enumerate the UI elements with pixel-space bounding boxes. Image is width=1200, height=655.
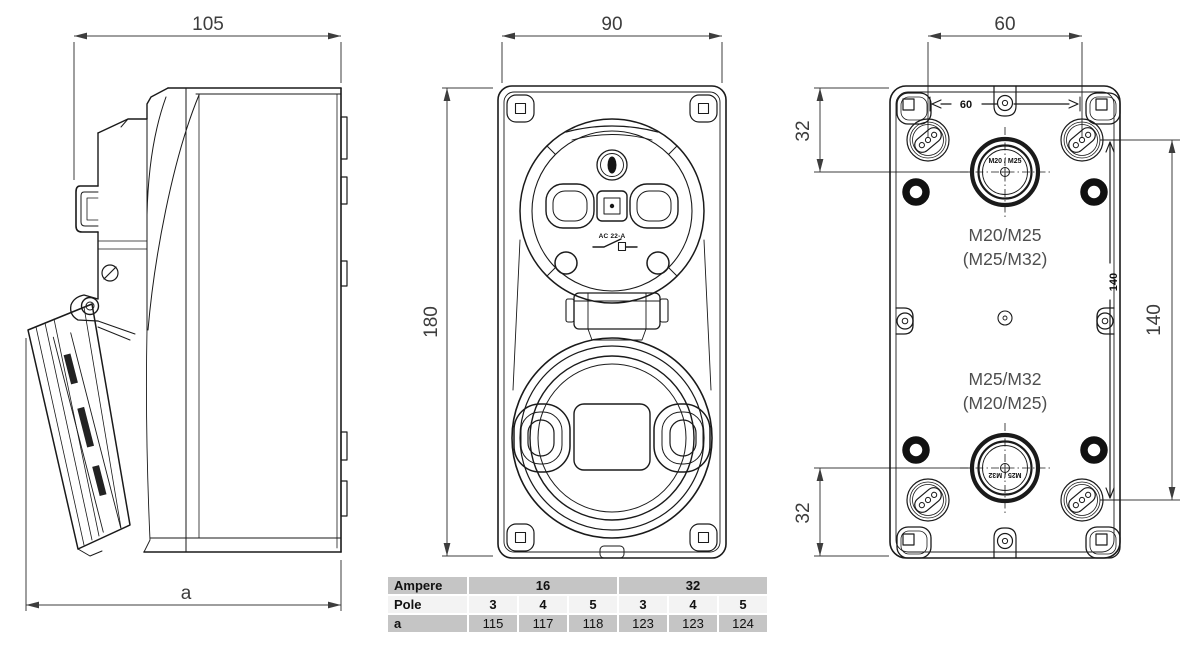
front-hinge-plate — [565, 292, 669, 341]
dimension-table: Ampere 16 32 Pole 3 4 5 3 4 5 a 115 117 … — [386, 575, 769, 634]
dim-label-140-inner: 140 — [1108, 273, 1120, 291]
front-view-body — [497, 85, 727, 559]
ampere-32-cell: 32 — [619, 577, 767, 594]
dim-front-width: 90 — [501, 14, 723, 83]
dim-label-180: 180 — [421, 306, 442, 338]
pole-row-label: Pole — [388, 596, 467, 613]
switch-rating-label: AC 22-A — [599, 233, 626, 240]
gland-knockout-bottom: M25 / M32 — [960, 423, 1050, 513]
dim-back-spacing-top: 60 — [927, 14, 1083, 138]
a-cell: 118 — [569, 615, 617, 632]
side-view-body — [97, 87, 348, 553]
left-lug-hole-icon — [896, 312, 914, 330]
table-row-pole: Pole 3 4 5 3 4 5 — [388, 596, 767, 613]
dim-label-32-top: 32 — [793, 120, 814, 141]
lid-latch-bar — [92, 465, 107, 496]
gland-bottom-label-line1: M25/M32 — [969, 369, 1042, 389]
socket-lid — [511, 337, 713, 539]
ampere-row-label: Ampere — [388, 577, 467, 594]
gland-bottom-label-line2: (M20/M25) — [963, 393, 1048, 413]
pilot-keyhole-icon — [596, 149, 628, 181]
gland-top-label-line2: (M25/M32) — [963, 249, 1048, 269]
side-view-lid — [27, 303, 131, 557]
a-cell: 123 — [669, 615, 717, 632]
pole-cell: 5 — [719, 596, 767, 613]
mounting-hole-icon — [1080, 178, 1108, 206]
lid-latch-bar — [63, 353, 78, 385]
mounting-hole-icon — [902, 436, 930, 464]
ampere-16-cell: 16 — [469, 577, 617, 594]
dim-side-width: 105 — [73, 14, 342, 180]
dim-back-vertical-inner: 140 — [1099, 139, 1121, 501]
dim-back-offset-top: 32 — [793, 87, 970, 173]
bottom-tab-hole-icon — [996, 532, 1014, 550]
pole-cell: 3 — [469, 596, 517, 613]
dim-front-height: 180 — [421, 87, 493, 557]
side-lugs — [895, 307, 1115, 335]
gland-top-label-line1: M20/M25 — [969, 225, 1042, 245]
table-row-ampere: Ampere 16 32 — [388, 577, 767, 594]
a-cell: 115 — [469, 615, 517, 632]
dim-label-90: 90 — [601, 14, 622, 35]
dim-back-vertical-outer: 140 — [1104, 139, 1180, 501]
hinge-pin-icon — [80, 296, 100, 316]
right-lug-hole-icon — [1096, 312, 1114, 330]
switch-symbol-icon — [592, 238, 638, 252]
membrane-knockout — [906, 478, 950, 522]
table-row-a: a 115 117 118 123 123 124 — [388, 615, 767, 632]
a-cell: 117 — [519, 615, 567, 632]
dim-back-offset-bottom: 32 — [793, 467, 970, 557]
back-view-body — [889, 85, 1121, 559]
side-view-hinge — [70, 294, 136, 341]
side-view: 105 a — [25, 14, 348, 611]
lid-latch-bar — [77, 406, 94, 448]
dim-side-depth: a — [25, 338, 342, 611]
pole-cell: 3 — [619, 596, 667, 613]
front-view: 90 180 — [421, 14, 727, 559]
pole-cell: 4 — [669, 596, 717, 613]
side-view-flange — [75, 132, 148, 300]
top-tab-hole-icon — [996, 94, 1014, 112]
membrane-knockout — [906, 118, 950, 162]
gland-size-labels: M20/M25 (M25/M32) M25/M32 (M20/M25) — [963, 225, 1048, 413]
a-row-label: a — [388, 615, 467, 632]
switch-mechanism: AC 22-A — [519, 118, 705, 304]
mounting-hole-icon — [1080, 436, 1108, 464]
front-corner-screws — [506, 94, 718, 552]
dim-label-105: 105 — [192, 14, 224, 35]
pole-cell: 5 — [569, 596, 617, 613]
center-fixing-hole-icon — [997, 310, 1013, 326]
dim-label-60: 60 — [994, 14, 1015, 35]
knockout-size-label-top: M20 / M25 — [988, 158, 1021, 165]
dim-label-a: a — [181, 583, 192, 604]
gland-knockout-top: M20 / M25 — [960, 127, 1050, 217]
lid-handle-right — [653, 403, 711, 473]
knockout-size-label-bottom: M25 / M32 — [988, 471, 1021, 478]
lid-window — [573, 403, 651, 471]
mounting-holes — [902, 178, 1108, 464]
membrane-knockout — [1060, 478, 1104, 522]
dim-label-140-outer: 140 — [1144, 304, 1165, 336]
back-view: 60 32 32 140 — [793, 14, 1180, 559]
dim-label-60-inner: 60 — [960, 99, 972, 111]
switch-handle — [545, 183, 679, 229]
a-cell: 123 — [619, 615, 667, 632]
screw-head-icon — [101, 264, 119, 282]
pole-cell: 4 — [519, 596, 567, 613]
dim-back-spacing-inner: 60 — [929, 96, 1081, 112]
a-cell: 124 — [719, 615, 767, 632]
lid-handle-left — [513, 403, 571, 473]
dim-label-32-bottom: 32 — [793, 502, 814, 523]
mounting-hole-icon — [902, 178, 930, 206]
